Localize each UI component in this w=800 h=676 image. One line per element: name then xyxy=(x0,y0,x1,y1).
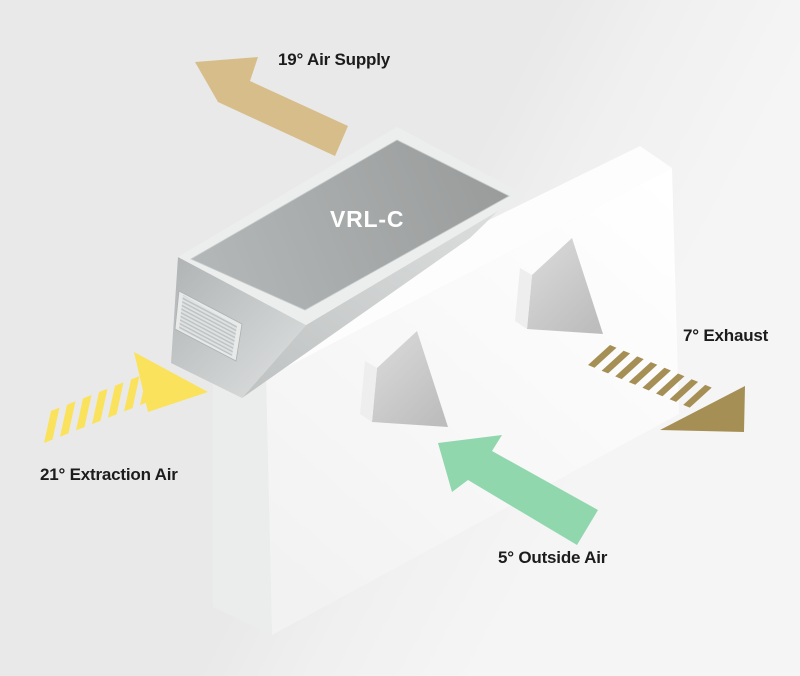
wall-left-face xyxy=(213,370,272,635)
exhaust-stripe xyxy=(628,362,658,385)
exhaust-stripe xyxy=(683,384,712,408)
vent-hood-right-side-face xyxy=(515,268,532,329)
extraction-air-stripe xyxy=(60,401,76,437)
vent-hood-left xyxy=(360,331,448,427)
extraction-air-stripe xyxy=(44,407,60,443)
exhaust-label: 7° Exhaust xyxy=(683,326,769,345)
outside-air-label: 5° Outside Air xyxy=(498,548,608,567)
extraction-air-stripe xyxy=(108,382,124,418)
exhaust-stripe xyxy=(615,356,644,380)
air-supply-arrow xyxy=(195,57,348,156)
exhaust-stripe xyxy=(642,367,671,391)
extraction-air-stripe xyxy=(124,376,140,412)
unit-model-label: VRL-C xyxy=(330,206,405,232)
air-supply-label: 19° Air Supply xyxy=(278,50,391,69)
vent-hood-left-front-face xyxy=(372,331,448,427)
exhaust-arrowhead xyxy=(660,386,745,432)
exhaust-arrow xyxy=(588,345,745,432)
extraction-air-label: 21° Extraction Air xyxy=(40,465,178,484)
unit-grille-slats xyxy=(179,295,237,356)
vent-hood-right xyxy=(515,238,603,334)
outside-air-arrow xyxy=(438,435,598,545)
unit-top-panel xyxy=(190,139,510,311)
extraction-air-arrowhead xyxy=(134,352,208,412)
unit-right-shadow-face xyxy=(242,209,500,398)
extraction-air-stripe xyxy=(76,395,92,431)
vrl-c-unit xyxy=(171,127,525,398)
vent-hood-left-side-face xyxy=(360,361,377,422)
exhaust-stripe xyxy=(669,379,699,402)
extraction-air-arrow xyxy=(44,352,208,443)
exhaust-stripe xyxy=(588,345,617,368)
exhaust-stripe xyxy=(656,373,685,397)
vent-hood-right-front-face xyxy=(527,238,603,334)
extraction-air-stripe xyxy=(92,388,108,425)
exhaust-stripe xyxy=(601,350,631,374)
